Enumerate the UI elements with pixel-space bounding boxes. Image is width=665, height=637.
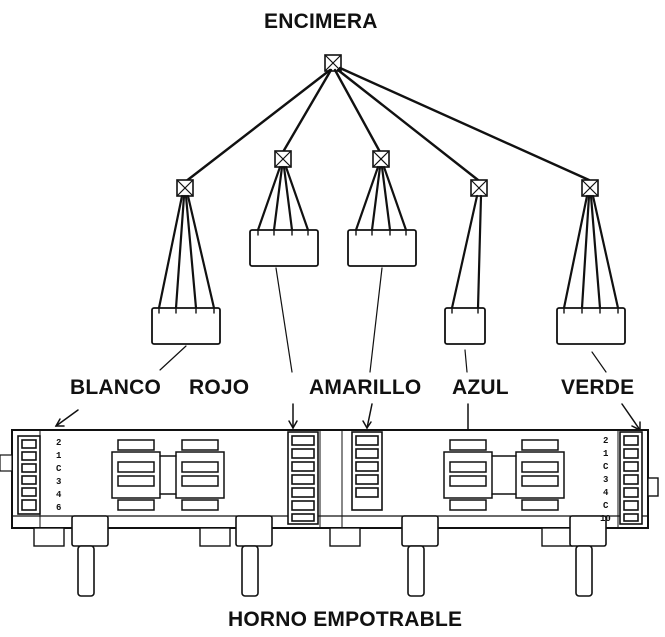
- amarillo-label: AMARILLO: [309, 376, 422, 399]
- top-junction-icon: [324, 54, 342, 72]
- pin-label: 3: [603, 475, 609, 485]
- pin-label: 3: [56, 477, 62, 487]
- pin-label: 4: [56, 490, 62, 500]
- junction-box-icon: [176, 150, 599, 197]
- pin-label: 10: [600, 514, 611, 524]
- leader-lines: [159, 267, 607, 373]
- connector-icon: [151, 229, 626, 345]
- pin-label: 2: [603, 436, 609, 446]
- pin-label: 1: [603, 449, 609, 459]
- shaft-icon: [71, 515, 607, 597]
- bottom-mounts: [33, 527, 573, 547]
- horno-label: HORNO EMPOTRABLE: [228, 608, 463, 631]
- blanco-label: BLANCO: [70, 376, 162, 399]
- rojo-label: ROJO: [189, 376, 250, 399]
- pin-label: 2: [56, 438, 62, 448]
- pin-label: 4: [603, 488, 609, 498]
- connector-pins: [158, 229, 619, 314]
- pin-label: C: [56, 464, 62, 474]
- switch-bodies: [111, 439, 565, 511]
- branch-wires: [157, 165, 620, 310]
- verde-label: VERDE: [561, 376, 635, 399]
- pin-label: 6: [56, 503, 62, 513]
- azul-label: AZUL: [452, 376, 509, 399]
- pin-label: 1: [56, 451, 62, 461]
- encimera-label: ENCIMERA: [264, 10, 378, 33]
- pin-label: C: [603, 501, 609, 511]
- strip-left-connectors: [17, 431, 643, 525]
- pin-label: C: [603, 462, 609, 472]
- trunk-wires: [183, 66, 591, 184]
